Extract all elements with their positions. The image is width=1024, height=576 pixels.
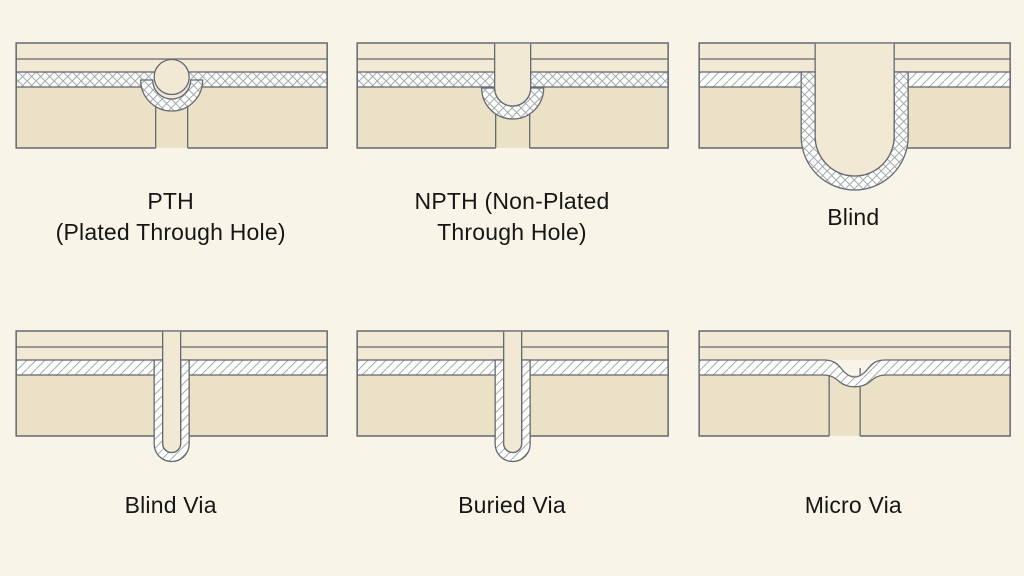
- hole-barrel: [153, 58, 190, 96]
- panel-label-pth: PTH (Plated Through Hole): [55, 188, 286, 245]
- hole-gap-walls: [495, 114, 531, 148]
- micro-via-diagram: [698, 330, 1011, 437]
- board-outline: [698, 42, 1011, 149]
- unplated-channel: [494, 43, 532, 107]
- panel-label-npth: NPTH (Non-Plated Through Hole): [414, 188, 610, 245]
- panel-label-blind: Blind: [827, 203, 880, 230]
- pcb-cross-section: [698, 330, 1011, 437]
- pcb-cross-section: [15, 330, 328, 463]
- board-outline: [15, 330, 328, 437]
- hole-gap-walls: [155, 106, 189, 148]
- panel-micro-via: Micro Via: [683, 288, 1024, 576]
- copper-layer-dimple-hatch: [698, 359, 1011, 388]
- board-outline: [15, 42, 328, 149]
- blind-via-diagram: [15, 330, 328, 463]
- via-bore: [503, 331, 523, 454]
- board-outline: [356, 42, 670, 149]
- panel-buried-via: Buried Via: [341, 288, 682, 576]
- pcb-cross-section: [698, 42, 1011, 191]
- plating-cup-hatch: [140, 79, 204, 112]
- panel-pth: PTH (Plated Through Hole): [0, 0, 341, 288]
- pcb-cross-section: [356, 330, 670, 463]
- board-outline: [356, 330, 670, 437]
- pth-diagram: [15, 42, 328, 149]
- buried-via-diagram: [356, 330, 670, 463]
- panel-label-blind-via: Blind Via: [124, 491, 217, 518]
- panel-blind: Blind: [683, 0, 1024, 288]
- blind-diagram: [698, 42, 1011, 191]
- board-outline: [698, 330, 1011, 437]
- panel-label-buried-via: Buried Via: [458, 491, 566, 518]
- panel-label-micro-via: Micro Via: [804, 491, 902, 518]
- via-bore: [162, 331, 182, 454]
- pcb-cross-section: [356, 42, 670, 149]
- panel-blind-via: Blind Via: [0, 288, 341, 576]
- pcb-cross-section: [15, 42, 328, 149]
- panel-npth: NPTH (Non-Plated Through Hole): [341, 0, 682, 288]
- npth-diagram: [356, 42, 670, 149]
- blind-hole-cavity: [814, 43, 895, 177]
